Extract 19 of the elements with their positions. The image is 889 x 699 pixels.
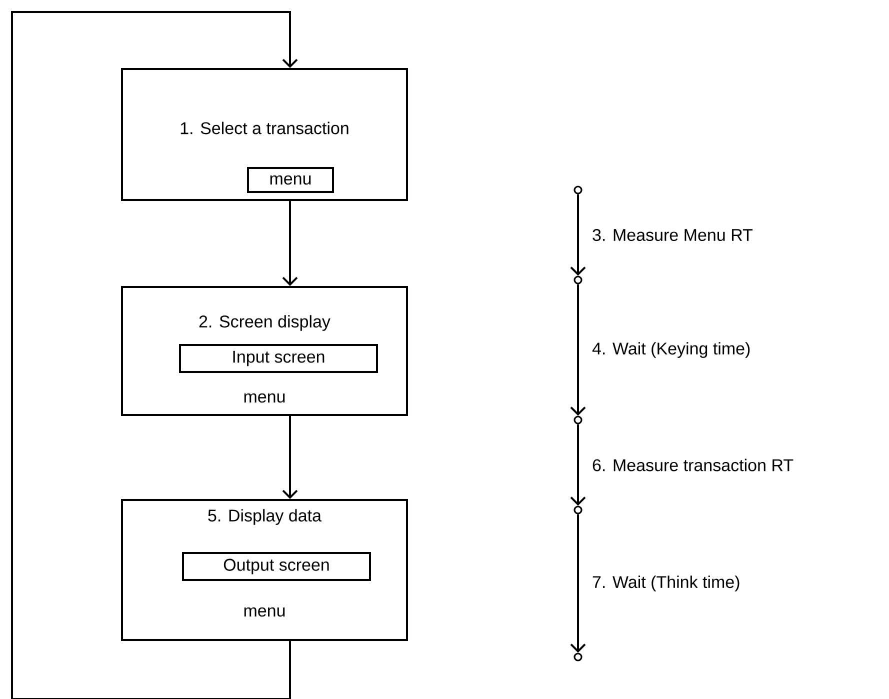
edge-label: 7. Wait (Think time) bbox=[592, 576, 740, 592]
screen-box: Input screen bbox=[179, 344, 378, 373]
timeline-arrow bbox=[570, 194, 586, 276]
timeline-point bbox=[574, 276, 582, 284]
screen-box: menu bbox=[247, 167, 334, 193]
edge-label: 3. Measure Menu RT bbox=[592, 228, 753, 242]
timeline-point bbox=[574, 506, 582, 514]
timeline-point bbox=[574, 652, 582, 662]
loop-arrow bbox=[11, 11, 298, 699]
timeline-arrow bbox=[570, 284, 586, 416]
timeline-arrow bbox=[570, 424, 586, 506]
screen-box: Output screen bbox=[182, 552, 371, 581]
arrow bbox=[282, 201, 298, 286]
timeline-arrow bbox=[570, 514, 586, 653]
edge-label: 4. Wait (Keying time) bbox=[592, 342, 750, 358]
timeline-point bbox=[574, 416, 582, 424]
edge-label: 6. Measure transaction RT bbox=[592, 458, 794, 472]
arrow bbox=[282, 416, 298, 499]
timeline-point bbox=[574, 186, 582, 194]
